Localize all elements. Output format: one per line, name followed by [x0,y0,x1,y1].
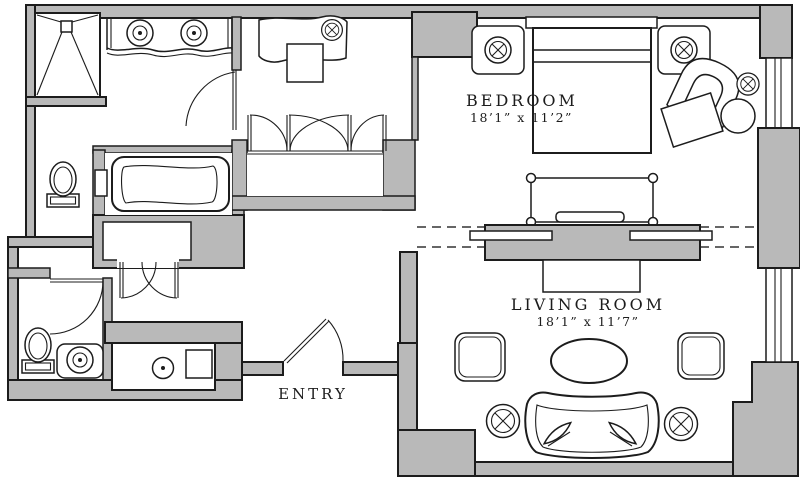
walls [7,4,799,477]
lamp-icon [670,36,698,64]
wall-pier [757,127,800,269]
wall-segment [104,321,243,344]
floor-lamp-icon [663,406,699,442]
headboard [525,16,658,29]
wall-segment [7,267,51,279]
entry-door [283,318,344,364]
ottoman [660,91,724,149]
wall-segment [397,429,476,477]
accent-chair-right [677,332,725,380]
bedroom-dimensions: 18’1” x 11’2” [470,110,573,125]
wall-segment [411,11,478,58]
oval-coffee-table [550,338,628,384]
door-swing-arc [141,261,178,299]
lamp-icon [321,19,343,42]
wall-segment [399,251,418,346]
toilet [46,161,80,208]
wall-segment [397,342,418,444]
bed [525,16,658,154]
desk-chair [286,43,324,83]
sink-icon [126,19,154,47]
appliance [185,349,213,379]
lamp-icon [484,36,512,64]
bedroom-label: BEDROOM [466,91,578,110]
wall-segment [7,236,94,248]
living-room-dimensions: 18’1” x 11’7” [537,314,640,329]
bathtub [94,153,232,215]
wall-segment [25,4,36,238]
wall-segment [342,361,399,376]
wall-segment [27,4,793,19]
double-sink-vanity [106,17,233,58]
wardrobe-closet [247,114,387,196]
wall-segment [92,145,245,154]
shower [34,12,101,98]
wall-segment [474,461,736,477]
wall-segment [241,361,284,376]
french-doors [247,114,387,152]
window-living [765,267,793,363]
wall-segment [231,16,242,71]
sink-icon [180,19,208,47]
entry-label: ENTRY [278,385,348,403]
wall-segment [25,96,107,107]
divider-shelf [469,230,553,241]
sofa [524,391,660,459]
divider-shelf [629,230,713,241]
lamp-icon [736,72,760,96]
door-swing-arc [120,261,157,299]
living-room-label: LIVING ROOM [511,295,665,314]
bench-foot-of-bed [525,172,659,228]
window-bedroom [765,57,793,129]
throw-pillow [607,421,638,445]
door-swing-arc [327,319,344,362]
sink-icon [66,346,94,374]
toilet [21,327,55,374]
accent-chair-left [454,332,506,382]
desk-area [258,15,348,83]
powder-room [21,278,104,379]
console-table [542,259,641,293]
wall-segment [411,56,419,141]
wall-segment [732,361,799,477]
round-side-table [720,98,756,134]
nightstand-left [471,25,525,75]
wall-segment [231,195,416,211]
powder-sink-vanity [56,343,104,379]
bedroom-sitting-area [660,57,760,149]
powder-door [49,278,104,335]
room-divider-tv-console [469,224,713,293]
floor-lamp-icon [485,403,521,439]
linen-closet [102,221,192,299]
bathroom-door [185,70,237,130]
throw-pillow [542,421,573,445]
wet-bar-counter [111,342,216,391]
wall-segment [759,4,793,59]
